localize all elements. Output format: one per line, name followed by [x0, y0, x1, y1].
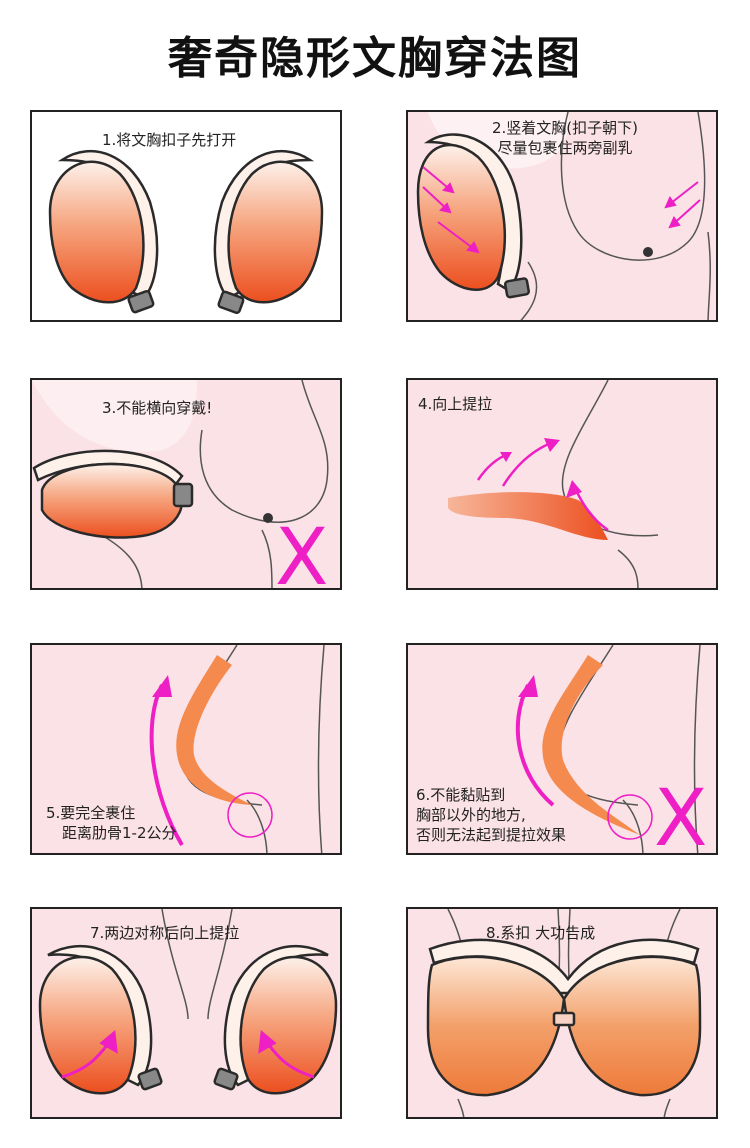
step-3-panel: X 3.不能横向穿戴!: [30, 378, 342, 590]
step-7-illustration: [32, 909, 340, 1117]
arrows-inward: [422, 166, 701, 254]
left-cup: [38, 945, 163, 1095]
tape-on-breast: [176, 655, 252, 805]
step-4-caption: 4.向上提拉: [418, 395, 493, 413]
lift-arrow: [515, 684, 555, 807]
left-cup: [48, 150, 159, 314]
wrong-mark: X: [275, 513, 328, 590]
arrows-upward: [61, 1030, 315, 1079]
wrong-mark: X: [654, 774, 707, 855]
step-4-panel: 4.向上提拉: [406, 378, 718, 590]
page-title: 奢奇隐形文胸穿法图: [168, 33, 582, 84]
step-5-caption: 5.要完全裹住 距离肋骨1-2公分: [46, 804, 177, 842]
arrowheads: [500, 438, 582, 498]
step-6-panel: X 6.不能黏贴到 胸部以外的地方, 否则无法起到提拉效果: [406, 643, 718, 855]
step-5-panel: 5.要完全裹住 距离肋骨1-2公分: [30, 643, 342, 855]
step-4-illustration: [408, 380, 716, 588]
step-1-caption: 1.将文胸扣子先打开: [102, 131, 237, 149]
step-3-illustration: X: [32, 380, 340, 590]
step-8-illustration: [408, 909, 716, 1117]
step-6-illustration: X: [408, 645, 716, 855]
horizontal-cup: [32, 449, 194, 539]
step-7-panel: 7.两边对称后向上提拉: [30, 907, 342, 1119]
step-2-panel: 2.竖着文胸(扣子朝下) 尽量包裹住两旁副乳: [406, 110, 718, 322]
step-3-caption: 3.不能横向穿戴!: [102, 399, 213, 417]
step-1-panel: 1.将文胸扣子先打开: [30, 110, 342, 322]
tape-off-breast: [542, 655, 640, 835]
step-7-caption: 7.两边对称后向上提拉: [90, 924, 240, 942]
lift-arrow: [149, 684, 184, 847]
step-8-caption: 8.系扣 大功告成: [486, 924, 596, 942]
highlight-circle: [607, 794, 653, 840]
step-6-caption: 6.不能黏贴到 胸部以外的地方, 否则无法起到提拉效果: [416, 786, 567, 844]
step-5-illustration: [32, 645, 340, 853]
highlight-circle: [227, 792, 273, 838]
step-8-panel: 8.系扣 大功告成: [406, 907, 718, 1119]
step-1-illustration: [48, 150, 324, 315]
tape-strip: [448, 492, 608, 540]
fastened-bra: [426, 938, 702, 1097]
right-cup: [213, 150, 324, 315]
step-2-caption: 2.竖着文胸(扣子朝下) 尽量包裹住两旁副乳: [492, 119, 639, 157]
right-cup: [213, 945, 338, 1095]
step-2-illustration: [408, 112, 716, 320]
